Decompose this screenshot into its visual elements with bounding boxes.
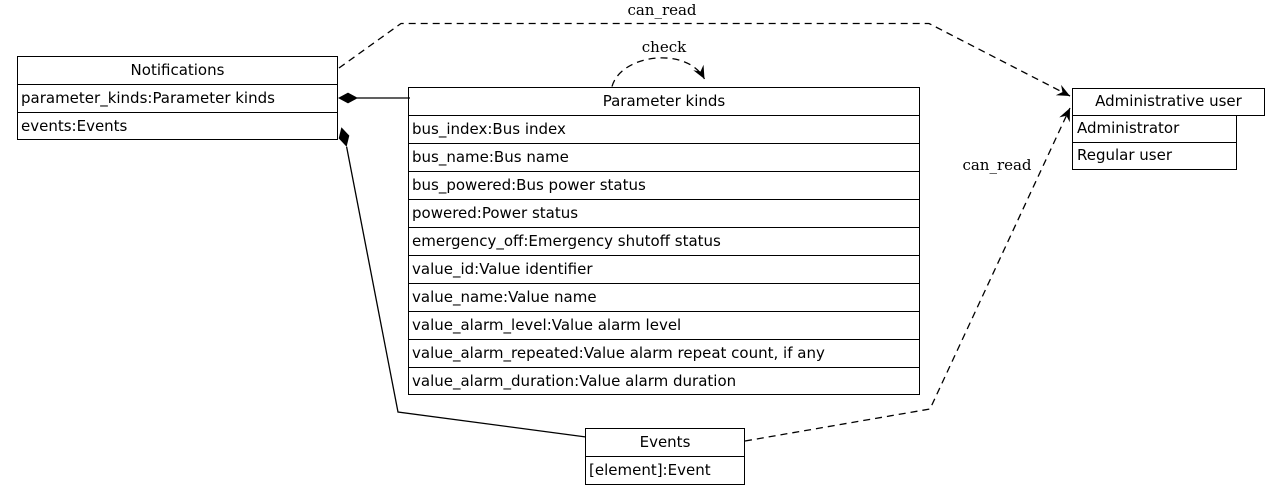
edge-label-can-read-bottom: can_read [962, 156, 1032, 174]
node-notifications: Notifications parameter_kinds:Parameter … [17, 56, 338, 140]
attribute-row-element: [element]:Event [586, 455, 744, 484]
attribute-row-administrator: Administrator [1072, 115, 1237, 143]
attribute-row-value-name: value_name:Value name [409, 282, 919, 311]
node-events: Events [element]:Event [585, 428, 745, 485]
edge-label-check: check [641, 38, 687, 56]
edge-can-read-top [338, 22, 1071, 97]
attribute-row-bus-index: bus_index:Bus index [409, 114, 919, 143]
node-administrative-user-title: Administrative user [1072, 88, 1265, 116]
node-parameter-kinds: Parameter kinds bus_index:Bus index bus_… [408, 87, 920, 395]
attribute-row-bus-name: bus_name:Bus name [409, 142, 919, 171]
attribute-row-value-alarm-repeated: value_alarm_repeated:Value alarm repeat … [409, 338, 919, 367]
attribute-row-powered: powered:Power status [409, 198, 919, 227]
node-parameter-kinds-title: Parameter kinds [602, 92, 726, 110]
attribute-row-bus-powered: bus_powered:Bus power status [409, 170, 919, 199]
edge-check-self-loop [611, 57, 706, 87]
edge-label-can-read-top: can_read [627, 1, 697, 19]
attribute-row-regular-user: Regular user [1072, 142, 1237, 170]
attribute-row-emergency-off: emergency_off:Emergency shutoff status [409, 226, 919, 255]
attribute-row-value-alarm-duration: value_alarm_duration:Value alarm duratio… [409, 366, 919, 395]
node-notifications-title: Notifications [130, 61, 225, 79]
attribute-row-value-alarm-level: value_alarm_level:Value alarm level [409, 310, 919, 339]
composition-diamond-parameter-kinds [338, 92, 358, 104]
attribute-row-value-id: value_id:Value identifier [409, 254, 919, 283]
attribute-row-parameter-kinds: parameter_kinds:Parameter kinds [18, 83, 337, 112]
attribute-row-events: events:Events [18, 111, 337, 140]
composition-diamond-events [338, 127, 350, 147]
node-events-title: Events [639, 433, 691, 451]
